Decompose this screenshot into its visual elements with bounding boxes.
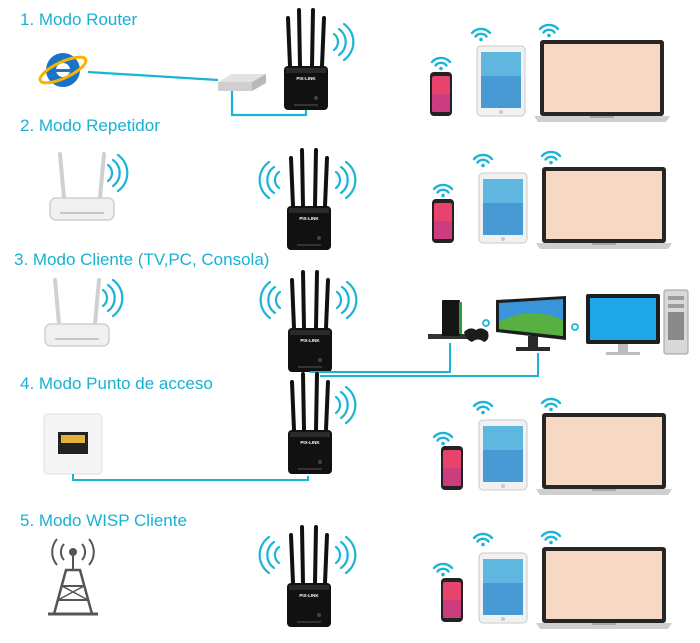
wifi-icon: [258, 160, 281, 200]
wifi-icon: [432, 183, 454, 199]
wifi-icon: [259, 280, 282, 320]
gamepad-icon: [464, 328, 489, 342]
laptop-icon: [536, 547, 672, 629]
wifi-icon: [540, 150, 562, 166]
wifi-icon: [258, 535, 281, 575]
tablet-icon: [478, 172, 528, 244]
laptop-icon: [536, 167, 672, 249]
pc-tower-icon: [663, 289, 689, 355]
wifi-icon: [106, 153, 129, 193]
wifi-icon: [470, 27, 492, 43]
phone-icon: [430, 72, 452, 116]
monitor-icon: [586, 294, 660, 355]
phone-icon: [441, 578, 463, 622]
tv-icon: [496, 296, 566, 351]
router-icon: [43, 278, 111, 348]
console-icon: [428, 300, 470, 339]
switch-icon: [218, 74, 266, 91]
wifi-icon: [335, 280, 358, 320]
connector-icon: [571, 323, 579, 331]
repeater-icon: [285, 525, 333, 629]
wifi-icon: [430, 56, 452, 72]
mode-5-title: 5. Modo WISP Cliente: [20, 511, 187, 530]
repeater-icon: [286, 372, 334, 476]
internet-explorer-icon: [38, 53, 88, 87]
router-icon: [48, 152, 116, 222]
wifi-icon: [334, 385, 357, 425]
laptop-icon: [536, 413, 672, 495]
laptop-icon: [534, 40, 670, 122]
phone-icon: [432, 199, 454, 243]
mode-4-title: 4. Modo Punto de acceso: [20, 374, 213, 393]
ethernet-port-icon: [43, 413, 103, 475]
wifi-icon: [334, 535, 357, 575]
wifi-icon: [472, 400, 494, 416]
antenna-tower-icon: [48, 538, 98, 616]
mode-3-title: 3. Modo Cliente (TV,PC, Consola): [14, 250, 270, 269]
wifi-icon: [101, 278, 124, 318]
mode-1-title: 1. Modo Router: [20, 10, 138, 29]
wifi-icon: [472, 153, 494, 169]
connector-icon: [482, 319, 490, 327]
repeater-icon: [286, 270, 334, 374]
tablet-icon: [478, 552, 528, 624]
tablet-icon: [476, 45, 526, 117]
wifi-icon: [540, 397, 562, 413]
wifi-icon: [432, 562, 454, 578]
repeater-icon: [285, 148, 333, 252]
phone-icon: [441, 446, 463, 490]
wifi-icon: [538, 23, 560, 39]
wifi-icon: [334, 160, 357, 200]
wifi-icon: [332, 22, 355, 62]
wifi-icon: [432, 431, 454, 447]
wifi-icon: [472, 532, 494, 548]
wifi-icon: [540, 530, 562, 546]
mode-2-title: 2. Modo Repetidor: [20, 116, 160, 135]
repeater-icon: [282, 8, 330, 112]
tablet-icon: [478, 419, 528, 491]
